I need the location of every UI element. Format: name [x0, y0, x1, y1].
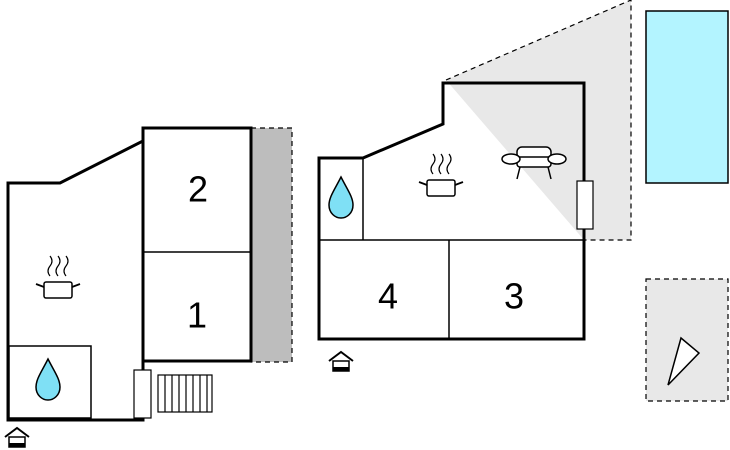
room-label-4: 4 — [378, 276, 398, 317]
stairs-icon — [157, 374, 213, 413]
right-building: 4 3 — [317, 0, 632, 372]
water-drop-icon — [328, 176, 354, 219]
sofa-icon — [501, 146, 567, 180]
left-terrace — [250, 127, 293, 363]
window-icon — [133, 369, 152, 419]
water-drop-icon — [35, 358, 61, 401]
room-label-1: 1 — [187, 295, 207, 336]
right-terrace — [445, 0, 632, 241]
left-building: 2 1 — [4, 126, 293, 448]
room-label-3: 3 — [504, 276, 524, 317]
cooking-pot-icon — [35, 255, 81, 299]
entrance-icon — [4, 427, 30, 448]
cooking-pot-icon — [418, 153, 464, 197]
right-building-walls — [317, 81, 586, 341]
parking-area — [645, 278, 729, 402]
room-label-2: 2 — [188, 169, 208, 210]
window-icon — [576, 180, 594, 230]
bathroom-left — [8, 345, 92, 419]
entrance-icon — [328, 351, 354, 372]
parking-icon — [667, 336, 701, 386]
pool-icon — [645, 10, 729, 184]
